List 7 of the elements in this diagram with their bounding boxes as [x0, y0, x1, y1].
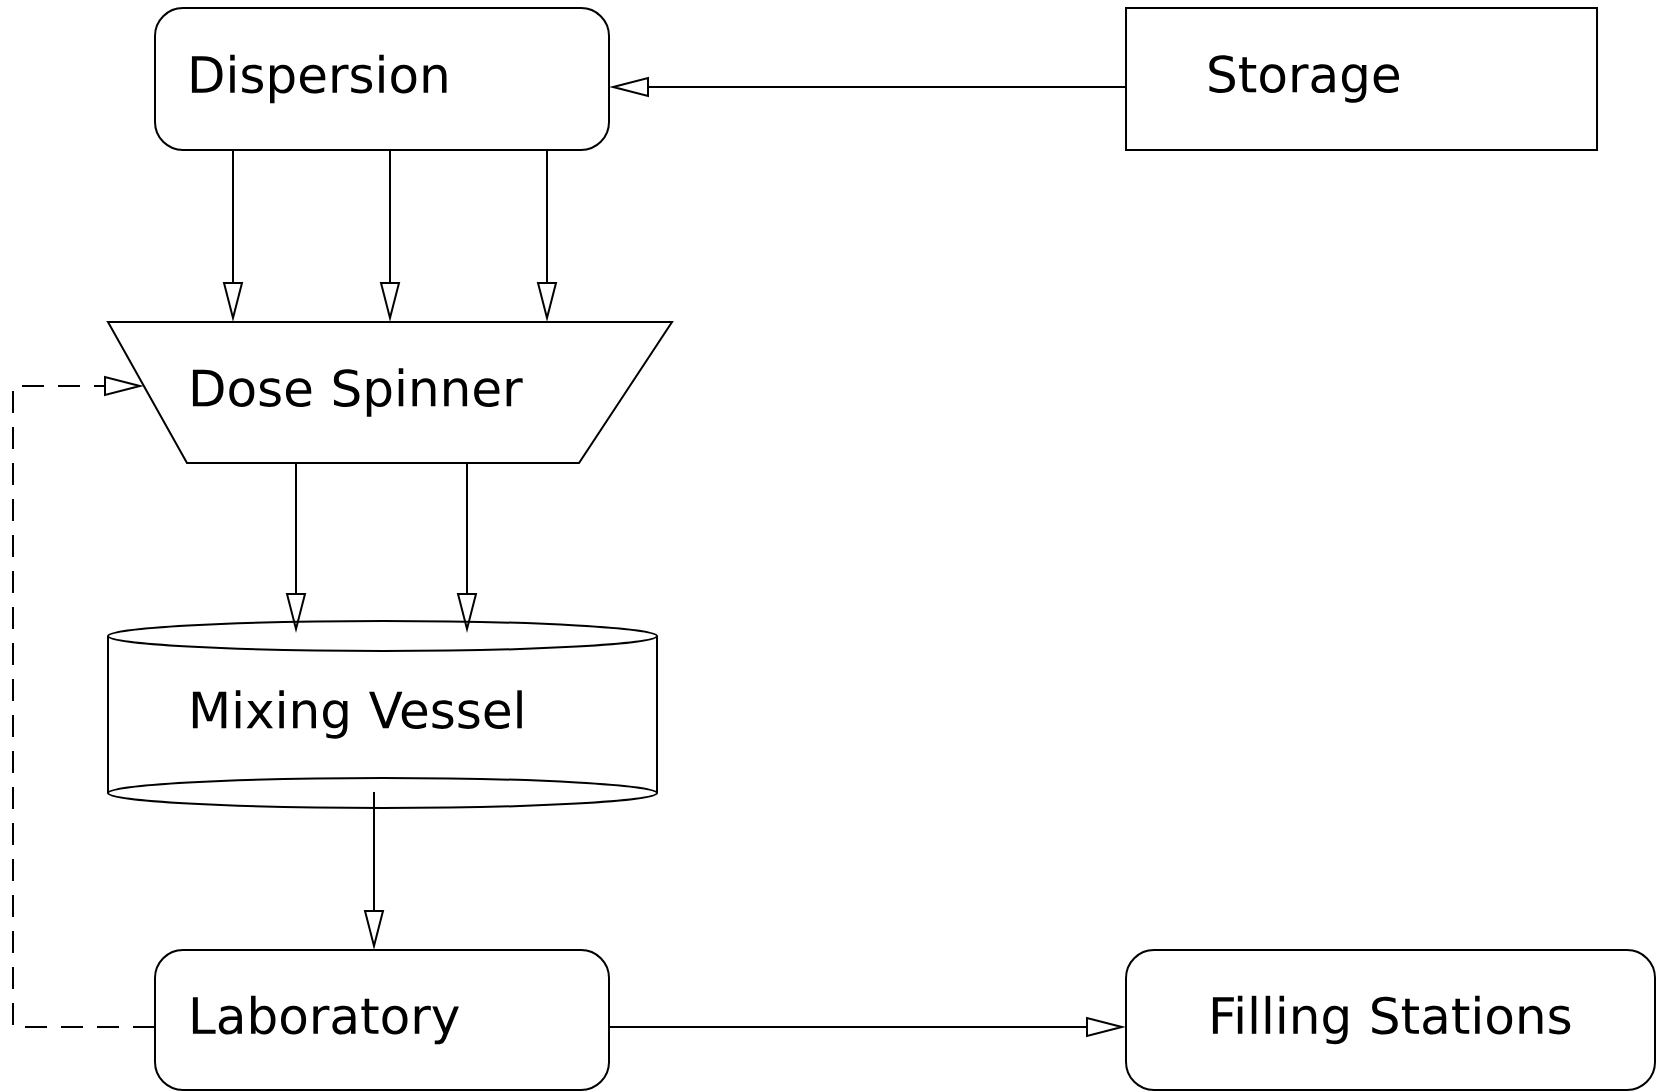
- process-box: Dispersion: [154, 7, 610, 151]
- arrow: [12, 375, 156, 1028]
- process-box: Laboratory: [154, 949, 610, 1091]
- node-label: Mixing Vessel: [192, 690, 522, 739]
- process-box: Storage: [1125, 7, 1598, 151]
- process-box: Filling Stations: [1125, 949, 1656, 1091]
- vessel-cylinder: Mixing Vessel: [107, 620, 658, 809]
